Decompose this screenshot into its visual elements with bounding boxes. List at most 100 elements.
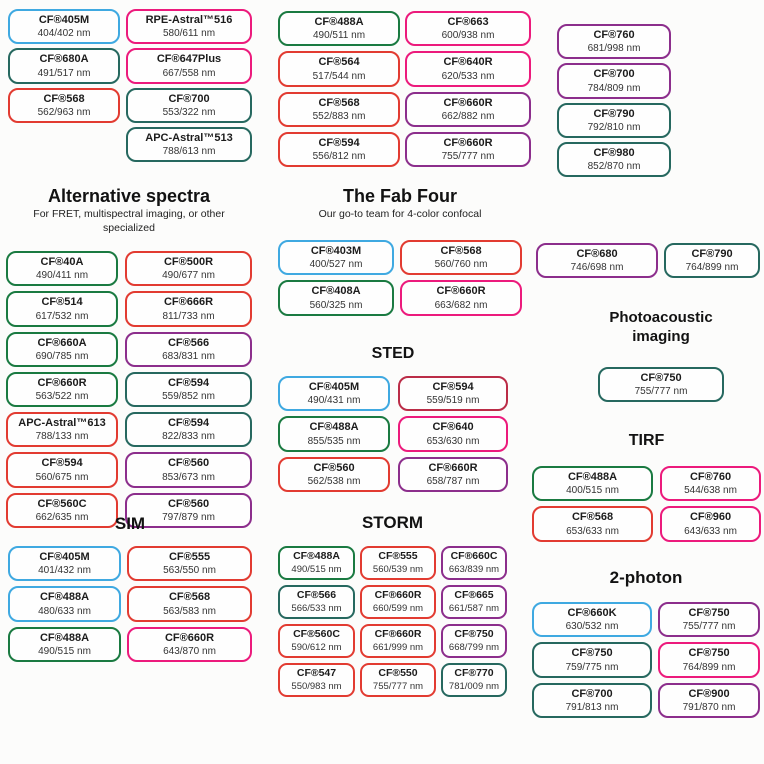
- section-title-sted: STED: [371, 345, 415, 362]
- dye-name: CF®750: [688, 607, 730, 619]
- section-title-photoacoustic-imaging: Photoacoustic imaging: [609, 309, 713, 345]
- dye-name: CF®660R: [443, 136, 493, 149]
- dye-excitation-emission: 663/682 nm: [434, 299, 488, 311]
- section-title-tirf: TIRF: [628, 432, 665, 449]
- dye-excitation-emission: 620/533 nm: [441, 70, 495, 82]
- dye-name: CF®700: [571, 687, 613, 700]
- dye-excitation-emission: 563/583 nm: [163, 605, 216, 617]
- dye-excitation-emission: 490/511 nm: [312, 30, 366, 42]
- dye-name: CF®555: [168, 551, 211, 563]
- section-alternative-spectra: Alternative spectra For FRET, multispect…: [6, 183, 252, 529]
- dye-name: CF®665: [454, 588, 494, 601]
- dye-name: CF®700: [168, 92, 210, 105]
- dye-excitation-emission: 560/760 nm: [434, 259, 488, 271]
- dye-excitation-emission: 690/785 nm: [35, 350, 89, 362]
- dye-excitation-emission: 517/544 nm: [312, 70, 366, 82]
- dye-name: CF®568: [571, 511, 614, 524]
- dye-name: CF®640R: [443, 56, 493, 69]
- dye-name: CF®566: [296, 588, 337, 601]
- dye-name: CF®405M: [39, 551, 90, 563]
- dye-excitation-emission: 668/799 nm: [448, 641, 500, 653]
- dye-excitation-emission: 562/538 nm: [307, 475, 361, 487]
- dye-excitation-emission: 630/532 nm: [565, 621, 619, 633]
- dye-excitation-emission: 590/612 nm: [291, 641, 342, 653]
- dye-excitation-emission: 559/852 nm: [162, 391, 215, 403]
- dye-excitation-emission: 400/515 nm: [566, 485, 619, 497]
- dye-excitation-emission: 643/633 nm: [684, 525, 737, 537]
- dye-name: CF®660R: [428, 461, 478, 474]
- dye-excitation-emission: 797/879 nm: [162, 512, 215, 524]
- dye-pill: CF®594 559/519 nm: [398, 376, 508, 412]
- dye-name: CF®660R: [37, 376, 87, 389]
- dye-name: CF®790: [691, 248, 733, 260]
- dye-name: CF®547: [296, 666, 337, 679]
- dye-excitation-emission: 560/539 nm: [372, 563, 424, 575]
- dye-pill: CF®750 755/777 nm: [658, 602, 760, 638]
- dye-excitation-emission: 490/411 nm: [35, 270, 89, 282]
- dye-name: CF®594: [432, 381, 474, 393]
- section-title-fab-four: The Fab Four: [343, 186, 457, 206]
- dye-name: CF®568: [318, 96, 360, 109]
- dye-name: CF®640: [432, 421, 474, 434]
- dye-excitation-emission: 563/522 nm: [35, 391, 89, 403]
- dye-pill: CF®660R 563/522 nm: [6, 371, 118, 408]
- dye-excitation-emission: 755/777 nm: [682, 621, 736, 633]
- dye-excitation-emission: 400/527 nm: [309, 259, 363, 271]
- dye-name: CF®663: [447, 16, 489, 28]
- dye-excitation-emission: 566/533 nm: [291, 602, 342, 614]
- dye-name: CF®514: [41, 296, 83, 309]
- dye-excitation-emission: 552/883 nm: [312, 110, 366, 122]
- dye-name: CF®488A: [39, 591, 90, 604]
- dye-name: CF®560C: [293, 627, 340, 640]
- dye-excitation-emission: 480/633 nm: [38, 605, 91, 617]
- dye-name: CF®488A: [39, 631, 90, 644]
- dye-excitation-emission: 660/599 nm: [372, 602, 424, 614]
- dye-excitation-emission: 404/402 nm: [37, 28, 91, 40]
- dye-excitation-emission: 681/998 nm: [587, 43, 641, 55]
- dye-name: CF®594: [167, 376, 210, 389]
- dye-excitation-emission: 559/519 nm: [426, 395, 480, 407]
- dye-excitation-emission: 788/613 nm: [162, 146, 216, 158]
- dye-name: CF®660A: [37, 336, 87, 349]
- dye-excitation-emission: 764/899 nm: [682, 661, 736, 673]
- dye-name: CF®550: [378, 666, 418, 679]
- dye-excitation-emission: 401/432 nm: [38, 565, 91, 577]
- dye-excitation-emission: 764/899 nm: [685, 262, 739, 274]
- section-title-storm: STORM: [361, 513, 424, 532]
- dye-excitation-emission: 781/009 nm: [448, 680, 500, 692]
- dye-name: CF®40A: [40, 256, 84, 268]
